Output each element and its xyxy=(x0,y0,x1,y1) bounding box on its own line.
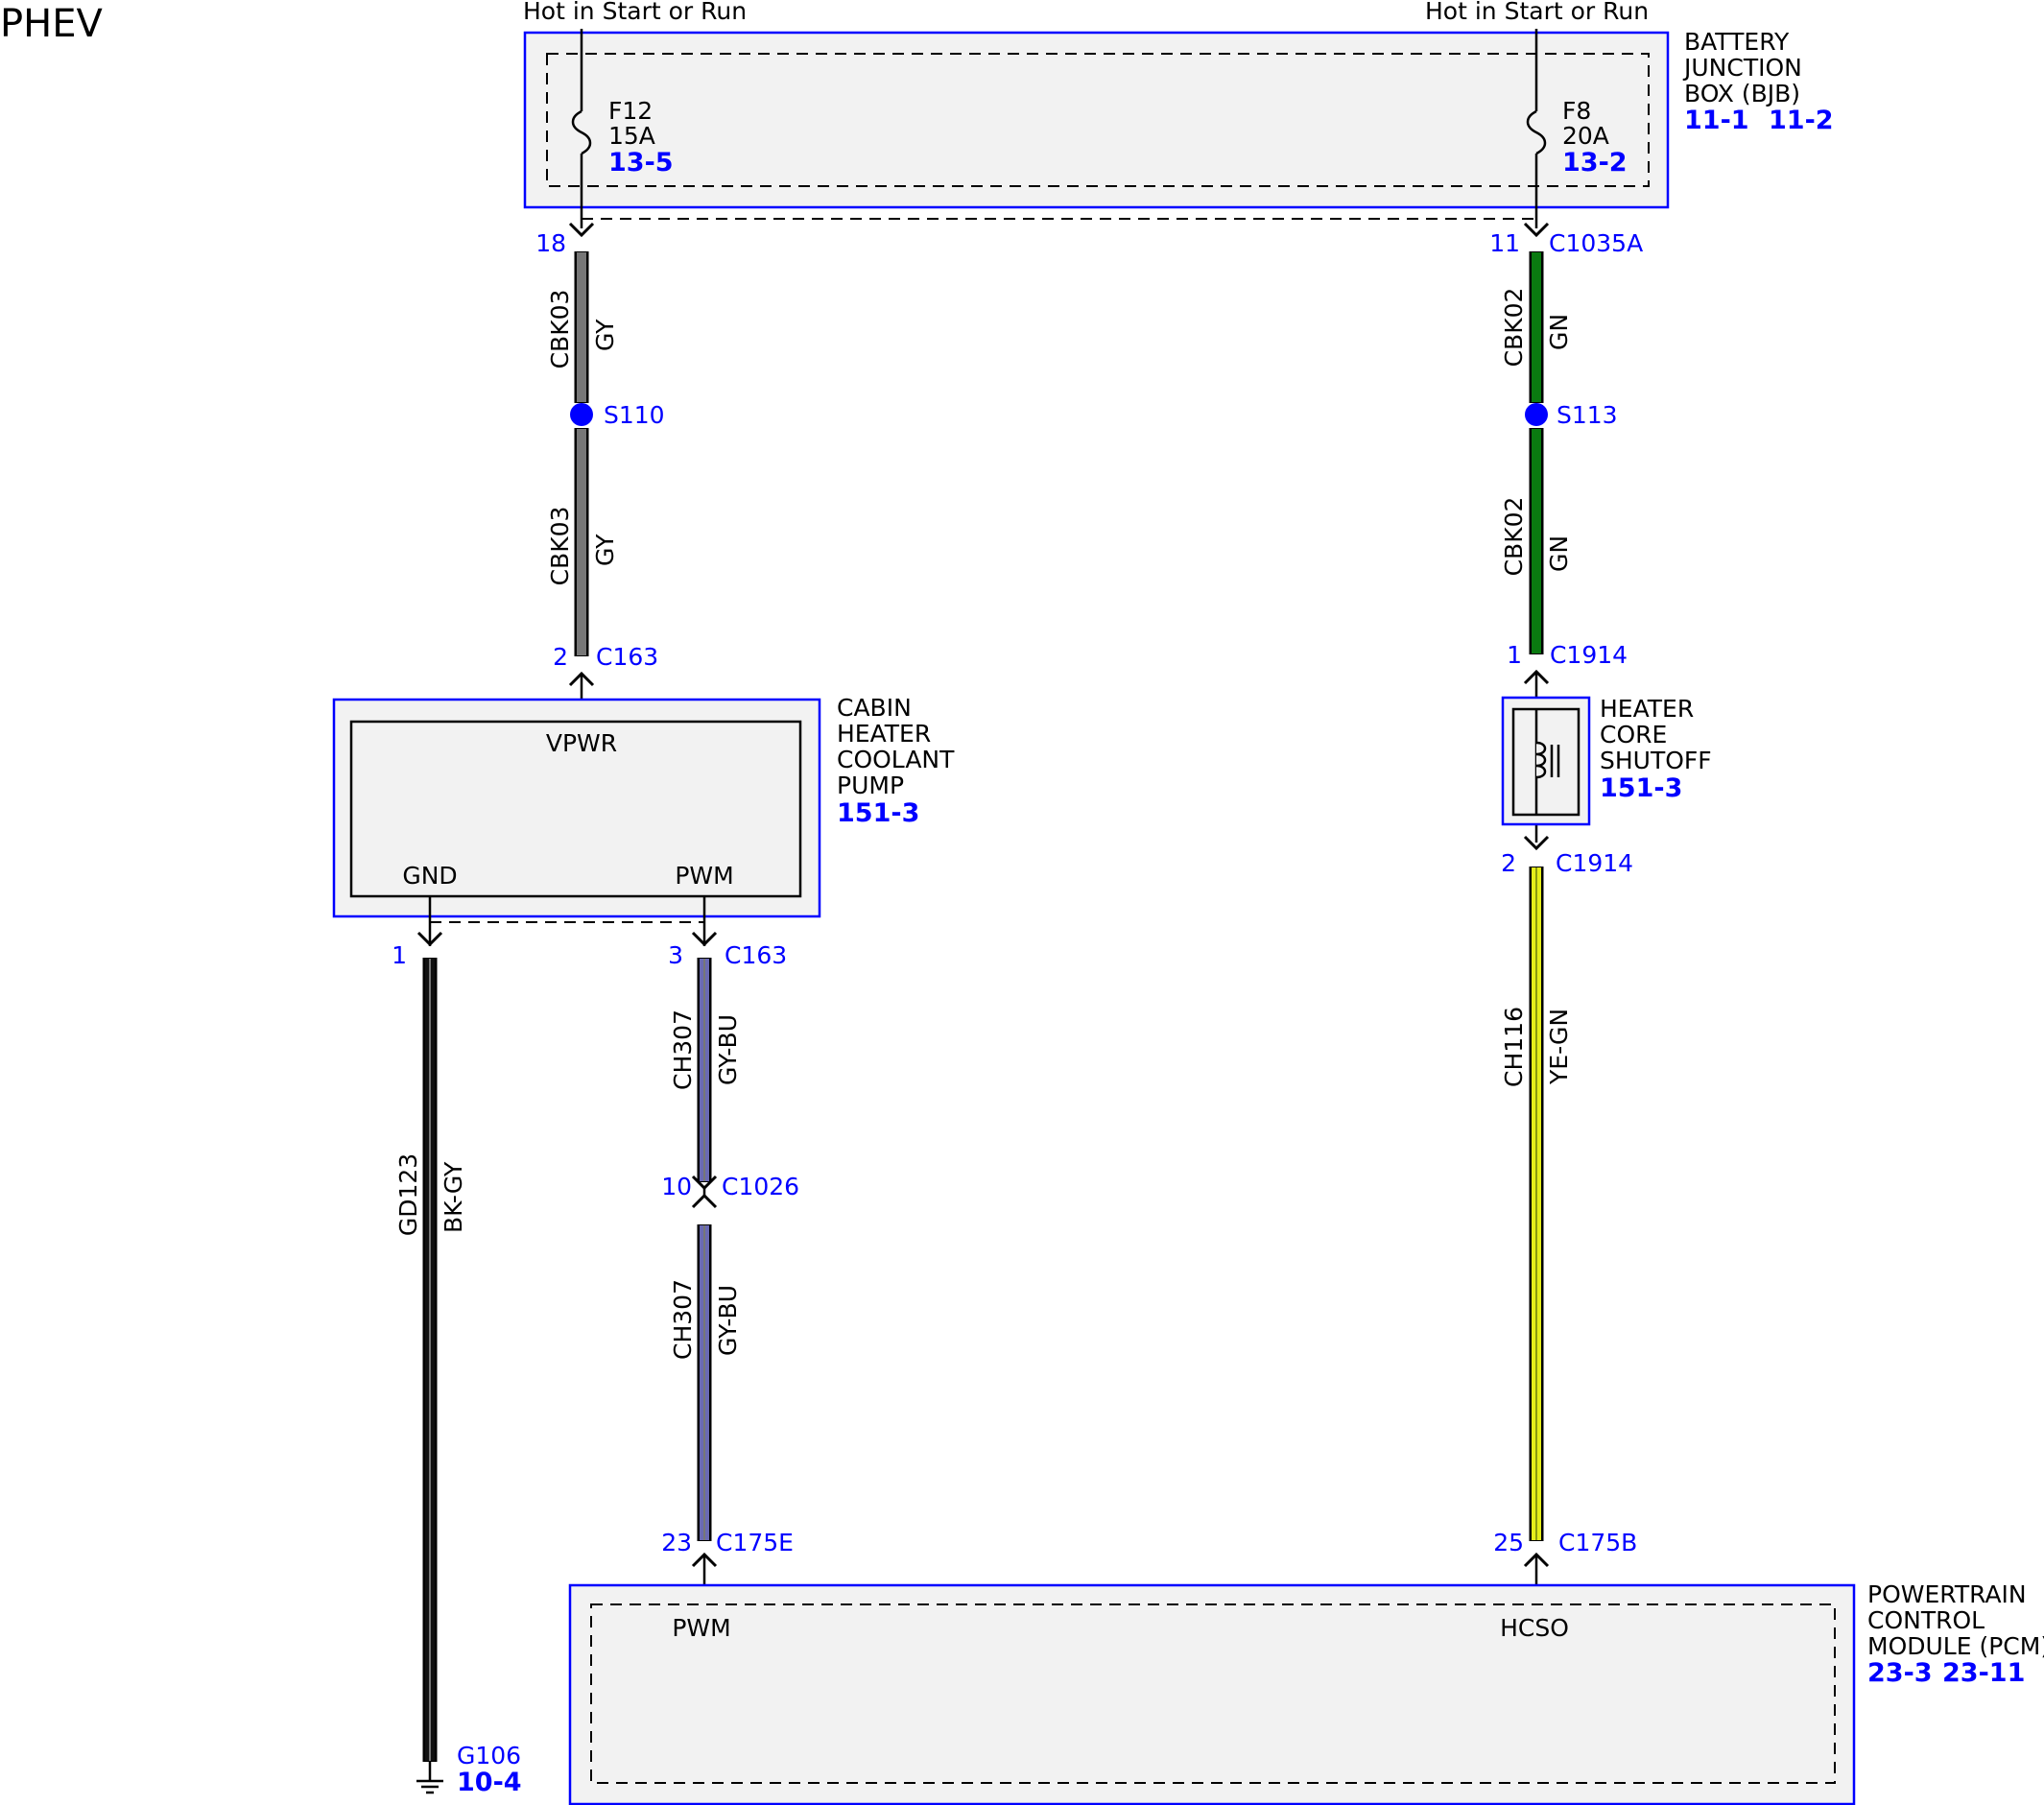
pump-pin-vpwr: VPWR xyxy=(546,729,617,757)
bjb-dashed-boundary xyxy=(546,53,1650,187)
c163-label-top: C163 xyxy=(596,643,658,671)
diagram-title: PHEV xyxy=(0,2,103,46)
pcm-name-line2: CONTROL xyxy=(1867,1606,1985,1634)
c1035a-pin-right: 11 xyxy=(1489,229,1520,257)
c163-pin-1: 1 xyxy=(392,941,407,969)
bjb-name-line1: BATTERY xyxy=(1684,28,1790,56)
c175e-pin: 23 xyxy=(661,1529,692,1556)
bjb-ref-1[interactable]: 11-1 xyxy=(1684,106,1749,135)
c1914-pin-2: 2 xyxy=(1501,849,1516,877)
c1026-pin: 10 xyxy=(661,1173,692,1200)
c175e-label: C175E xyxy=(716,1529,794,1556)
pump-name-line3: COOLANT xyxy=(837,746,955,773)
pcm-dashed-boundary xyxy=(590,1603,1836,1784)
feed-label-right: Hot in Start or Run xyxy=(1425,0,1649,25)
wire-cbk02-lower-color: GN xyxy=(1545,535,1573,572)
pcm-ref-2[interactable]: 23-11 xyxy=(1942,1658,2025,1688)
cabin-heater-coolant-pump[interactable] xyxy=(332,698,821,918)
fuse-f12-id: F12 xyxy=(608,97,653,125)
fuse-f8-symbol xyxy=(1526,109,1547,155)
ground-g106-ref[interactable]: 10-4 xyxy=(457,1768,522,1797)
pump-pin-gnd: GND xyxy=(402,862,457,890)
c1914-label-bottom: C1914 xyxy=(1556,849,1633,877)
bjb-ref-2[interactable]: 11-2 xyxy=(1769,106,1834,135)
c163-pin-2: 2 xyxy=(553,643,568,671)
pcm-pin-pwm: PWM xyxy=(672,1614,730,1642)
c163-pin-3: 3 xyxy=(668,941,683,969)
heater-core-shutoff[interactable] xyxy=(1501,696,1591,826)
splice-s113-label: S113 xyxy=(1557,401,1618,429)
c1914-label-top: C1914 xyxy=(1550,641,1628,669)
pcm-pin-hcso: HCSO xyxy=(1500,1614,1569,1642)
pump-ref[interactable]: 151-3 xyxy=(837,798,919,828)
wire-cbk03-upper-color: GY xyxy=(591,319,619,351)
valve-name-line3: SHUTOFF xyxy=(1600,747,1712,774)
c1035a-pin11-arrow xyxy=(1523,222,1550,238)
battery-junction-box[interactable] xyxy=(523,31,1670,209)
pump-name-line1: CABIN xyxy=(837,694,912,722)
valve-name-line1: HEATER xyxy=(1600,695,1694,723)
c1035a-pin-left: 18 xyxy=(535,229,566,257)
pump-name-line4: PUMP xyxy=(837,772,904,799)
fuse-f12-rating: 15A xyxy=(608,122,655,150)
wire-cbk02-lower-circuit: CBK02 xyxy=(1500,497,1528,577)
ground-g106-label: G106 xyxy=(457,1742,521,1769)
c175b-label: C175B xyxy=(1558,1529,1637,1556)
c175b-pin: 25 xyxy=(1493,1529,1524,1556)
c1914-pin2-arrow xyxy=(1523,835,1550,851)
c1026-label: C1026 xyxy=(722,1173,799,1200)
c1035a-pin18-arrow xyxy=(568,222,595,238)
pcm-name-line1: POWERTRAIN xyxy=(1867,1580,2027,1608)
feed-label-left: Hot in Start or Run xyxy=(523,0,747,25)
wire-gd123-color: BK-GY xyxy=(440,1161,467,1233)
pcm-name-line3: MODULE (PCM) xyxy=(1867,1632,2044,1660)
c163-pin3-arrow xyxy=(691,931,718,947)
wire-cbk02-upper-color: GN xyxy=(1545,314,1573,350)
splice-s110-dot[interactable] xyxy=(570,403,593,426)
pump-pin-pwm: PWM xyxy=(675,862,733,890)
wire-ch307-upper-color: GY-BU xyxy=(714,1014,742,1085)
splice-s113-dot[interactable] xyxy=(1525,403,1548,426)
fuse-f12-ref[interactable]: 13-5 xyxy=(608,148,674,178)
wire-cbk03-lower-circuit: CBK03 xyxy=(546,507,574,586)
splice-s110-label: S110 xyxy=(604,401,665,429)
fuse-f8-rating: 20A xyxy=(1562,122,1609,150)
wire-cbk03-upper-circuit: CBK03 xyxy=(546,290,574,369)
c163-pin1-arrow xyxy=(416,931,443,947)
pump-component-box xyxy=(349,720,802,898)
wire-cbk03-lower-color: GY xyxy=(591,534,619,566)
fuse-f8-id: F8 xyxy=(1562,97,1591,125)
bjb-name-line3: BOX (BJB) xyxy=(1684,80,1800,107)
fuse-f12-symbol xyxy=(571,109,592,155)
solenoid-coil-icon xyxy=(1535,741,1547,779)
pump-name-line2: HEATER xyxy=(837,720,931,748)
pcm-outline xyxy=(568,1583,1856,1805)
c163-label-bottom: C163 xyxy=(725,941,787,969)
valve-name-line2: CORE xyxy=(1600,721,1667,748)
wire-cbk02-upper-circuit: CBK02 xyxy=(1500,288,1528,368)
c1035a-label: C1035A xyxy=(1549,229,1643,257)
powertrain-control-module[interactable] xyxy=(568,1583,1856,1805)
bjb-name-line2: JUNCTION xyxy=(1682,54,1802,82)
c1914-pin-1: 1 xyxy=(1507,641,1522,669)
valve-component-box xyxy=(1511,707,1581,817)
wire-ch116-circuit: CH116 xyxy=(1500,1007,1528,1087)
fuse-f8-ref[interactable]: 13-2 xyxy=(1562,148,1628,178)
valve-ref[interactable]: 151-3 xyxy=(1600,773,1682,803)
wire-ch116-color: YE-GN xyxy=(1545,1009,1573,1085)
pcm-ref-1[interactable]: 23-3 xyxy=(1867,1658,1933,1688)
bjb-outline xyxy=(523,31,1670,209)
wire-gd123-circuit: GD123 xyxy=(394,1153,422,1236)
ground-g106-symbol xyxy=(416,1762,443,1794)
wire-ch307-upper-circuit: CH307 xyxy=(669,1009,697,1090)
wire-ch307-lower-color: GY-BU xyxy=(714,1285,742,1356)
wire-ch307-lower-circuit: CH307 xyxy=(669,1279,697,1360)
